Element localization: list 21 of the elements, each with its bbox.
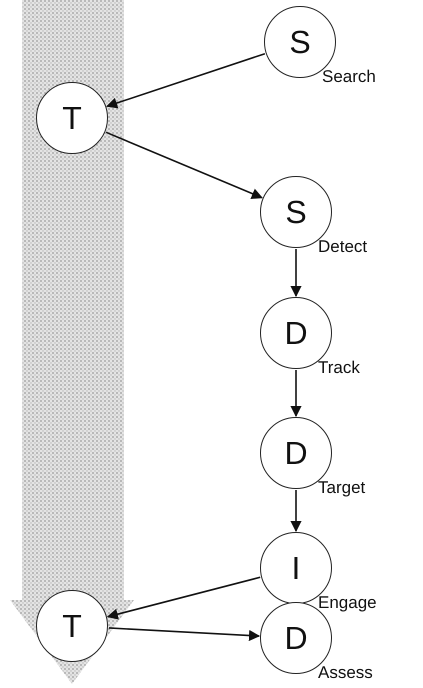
- step-label: Search: [322, 68, 376, 85]
- arrow: [290, 370, 302, 418]
- step-label: Engage: [318, 594, 377, 611]
- state-letter: D: [284, 437, 308, 469]
- step-label: Track: [318, 359, 360, 376]
- arrow: [106, 576, 260, 620]
- arrow: [290, 490, 302, 532]
- state-letter: T: [62, 102, 82, 134]
- state-letter: D: [284, 317, 308, 349]
- arrow: [290, 249, 302, 298]
- arrow: [108, 627, 260, 642]
- state-letter: S: [285, 196, 307, 228]
- step-label: Assess: [318, 664, 373, 681]
- step-label: Target: [318, 479, 366, 496]
- state-letter: I: [292, 552, 300, 584]
- state-letter: D: [284, 622, 308, 654]
- state-letter: T: [62, 610, 82, 642]
- arrow: [106, 52, 266, 108]
- step-label: Detect: [318, 238, 368, 255]
- arrow: [106, 132, 263, 199]
- state-letter: S: [289, 26, 311, 58]
